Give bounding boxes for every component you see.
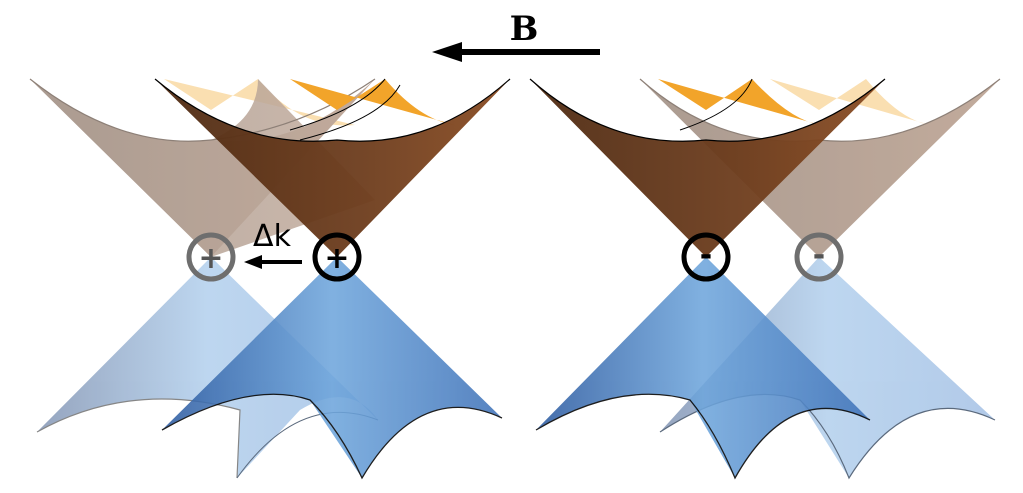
upper-cone-solid (154, 78, 511, 257)
field-label: B (510, 9, 539, 49)
lower-cone-solid (161, 257, 503, 480)
upper-cone-faded (29, 78, 376, 257)
momentum-shift-arrow (244, 255, 302, 269)
magnetic-field-arrow (432, 42, 600, 62)
momentum-shift-label: Δk (253, 219, 292, 254)
upper-cone-solid (529, 78, 886, 257)
cone-pair-positive: + + Δk (29, 78, 511, 480)
weyl-node-original-positive: + (186, 232, 236, 282)
cone-pair-negative: - - (529, 78, 1001, 480)
chirality-label: - (700, 238, 712, 273)
weyl-node-shifted-negative: - (681, 232, 731, 282)
lower-cone-solid (535, 257, 871, 480)
weyl-node-original-negative: - (794, 232, 844, 282)
chirality-label: - (813, 238, 825, 273)
weyl-node-shifted-positive: + (312, 232, 362, 282)
chirality-label: + (324, 241, 349, 276)
chirality-label: + (198, 241, 223, 276)
